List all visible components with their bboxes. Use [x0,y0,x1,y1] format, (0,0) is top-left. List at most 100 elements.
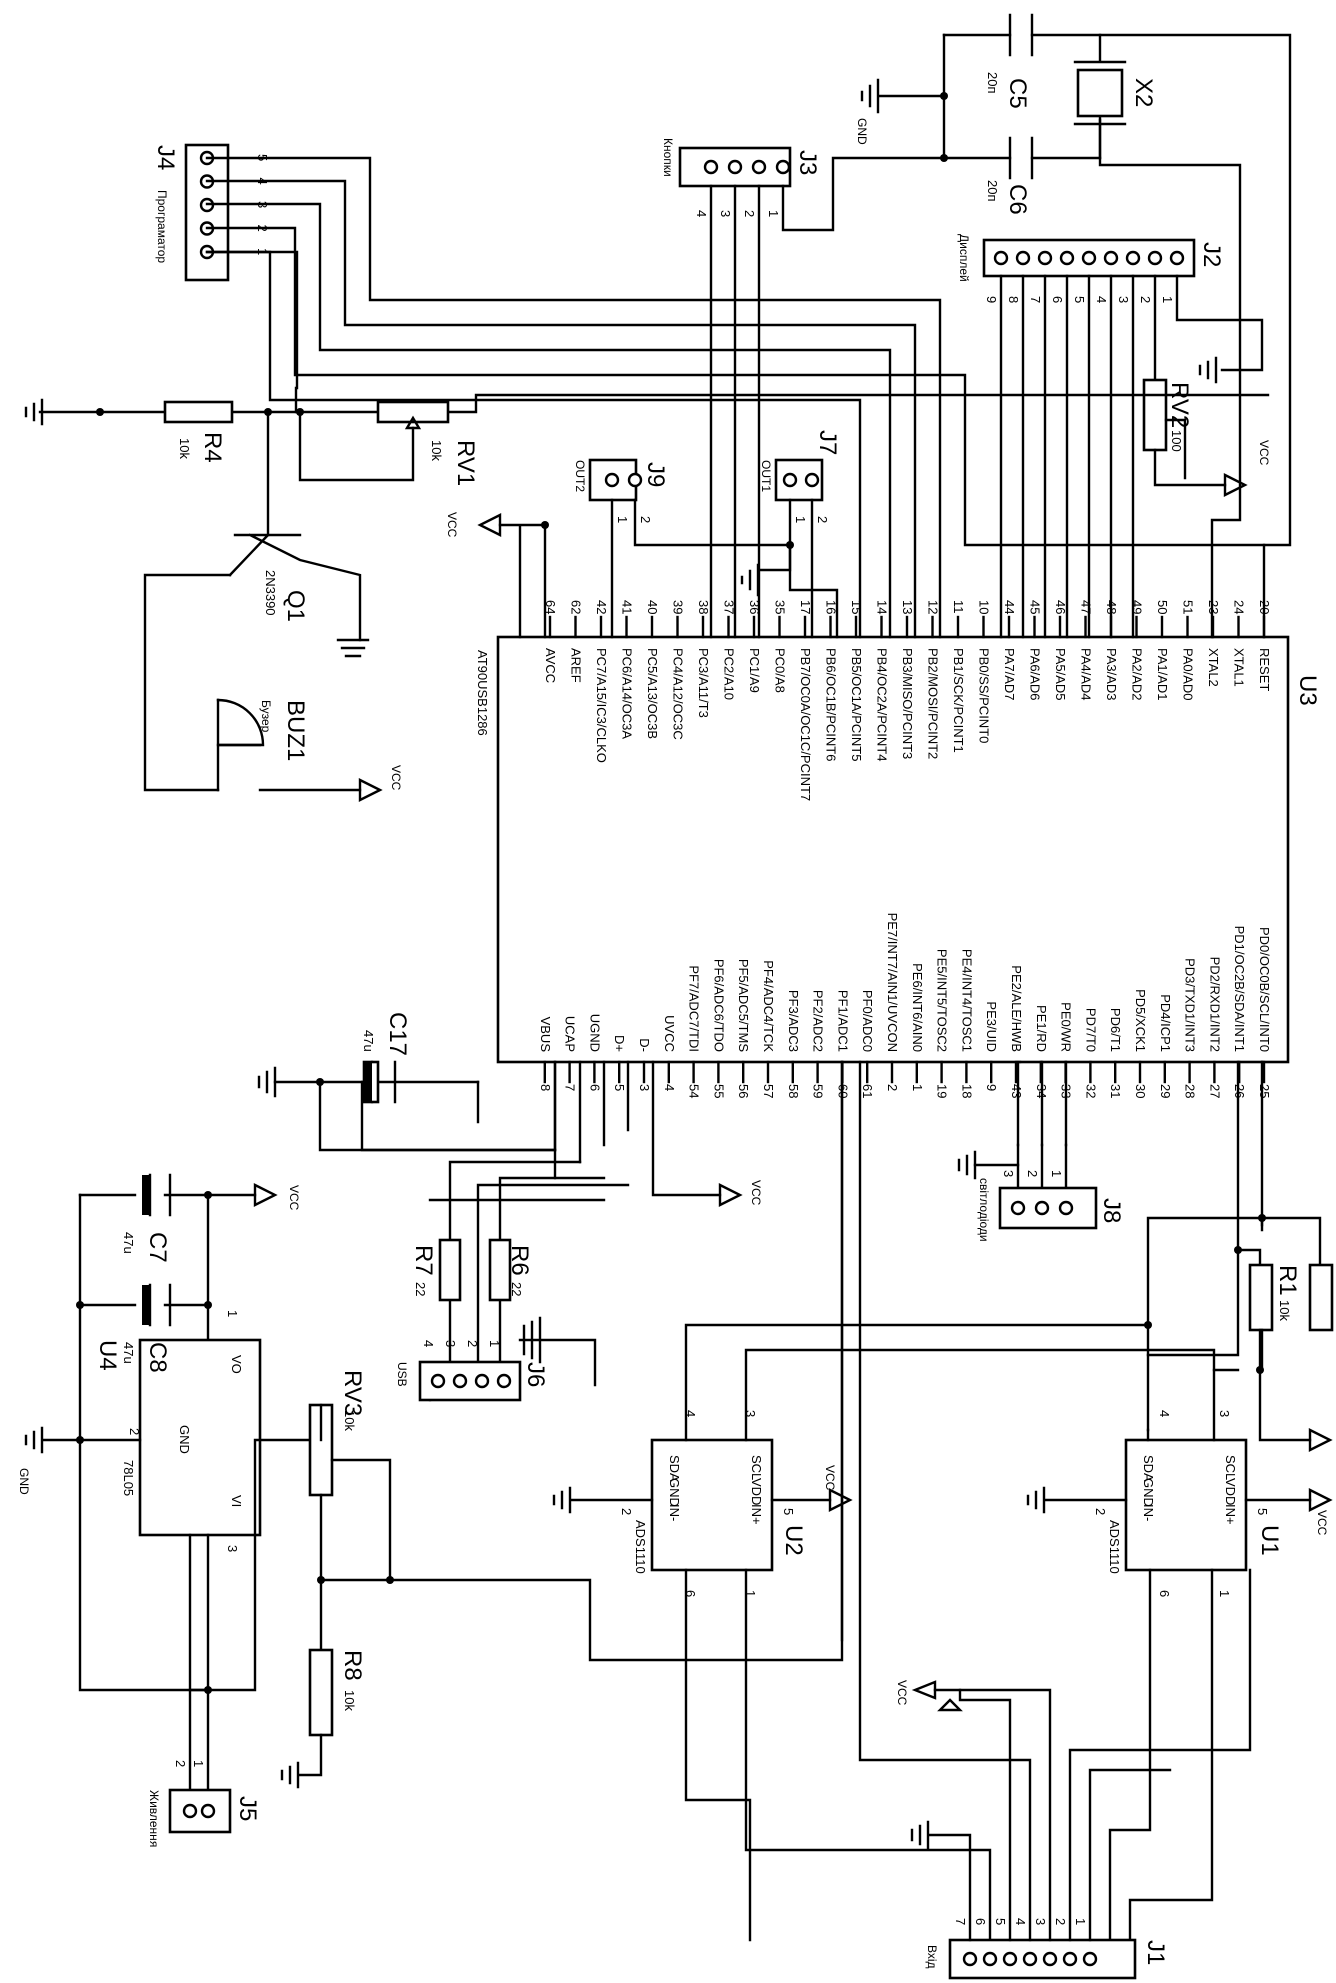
j5-pin-number: 1 [191,1760,206,1767]
j6-pin-number: 4 [421,1340,436,1347]
u3-pin-name: PB5/OC1A/PCINT5 [849,648,864,761]
u3-pin-name: PC5/A13/OC3B [645,648,660,739]
j1-pin-contact [1042,1951,1058,1967]
j3-name: Кнопки [661,138,675,177]
vcc-label-buz: VCC [389,765,403,791]
u3-pin-number: 46 [1053,600,1068,614]
j2-pin-number: 3 [1116,296,1131,303]
u3-pin-name: RESET [1257,648,1272,691]
j2-pin-number: 6 [1050,296,1065,303]
ads-pin-number: 4 [683,1410,698,1417]
j2-pin-contact [993,250,1009,266]
u3-pin-number: 1 [910,1084,925,1091]
vcc-label-psu: VCC [287,1185,301,1211]
r4-value: 10k [177,438,192,459]
j6-pin-number: 1 [487,1340,502,1347]
u3-pin-name: PB2/MOSI/PCINT2 [926,648,941,759]
q1-value: 2N3390 [263,570,278,616]
r6-ref: R6 [506,1245,533,1276]
u3-pin-number: 11 [951,600,966,614]
ads-pin-number: 6 [1157,1590,1172,1597]
j8-pin-contact [1010,1200,1026,1216]
u2-part: ADS1110 [633,1520,648,1574]
vcc-label-rv2: VCC [1257,440,1271,466]
x2-ref: X2 [1130,78,1157,107]
u3-pin-name: PD5/XCK1 [1133,989,1148,1052]
vcc-label-avcc: VCC [445,512,459,538]
buzzer-driver: R4 10k RV1 10k Q1 2N3390 BUZ1 Бузер VCC [24,393,1270,802]
u3-pin-number: 58 [786,1084,801,1098]
u3-pin-number: 57 [761,1084,776,1098]
j1-pin-number: 6 [973,1918,988,1925]
j7-name: OUT1 [759,460,773,492]
j3-pin-number: 2 [742,210,757,217]
ads-pin-number: 3 [1217,1410,1232,1417]
rv3-value: 10k [342,1410,357,1431]
r6-value: 22 [509,1282,524,1296]
j1-pin-contact [982,1951,998,1967]
u3-pin-name: UVCC [662,1015,677,1052]
r8-ref: R8 [339,1650,366,1681]
j6-ref: J6 [522,1362,549,1387]
u3-pin-name: PA3/AD3 [1104,648,1119,701]
u3-pin-number: 7 [563,1084,578,1091]
u3-pin-number: 9 [984,1084,999,1091]
j8-ref: J8 [1098,1198,1125,1223]
c17-value: 47u [361,1030,376,1052]
j2-pin-number: 2 [1138,296,1153,303]
u3-pin-number: 14 [875,600,890,614]
j3-pin-contact [751,159,767,175]
u3-pin-name: AVCC [543,648,558,683]
u2-ads1110: SCL VDD IN+ SDA GND IN- U2 ADS1110 VCC 4… [552,1321,1216,1942]
u3-pin-name: XTAL2 [1206,648,1221,687]
j5-pin-contact [182,1803,198,1819]
u3-pin-name: PF7/ADC7/TDI [687,965,702,1052]
j5-pin-contact [200,1803,216,1819]
c7-polarity-band [142,1175,150,1215]
rv1-ref: RV1 [452,440,479,486]
u3-pin-name: PF3/ADC3 [786,990,801,1052]
u1-ref: U1 [1256,1525,1283,1556]
u3-pin-name: PD2/RXD1/INT2 [1207,957,1222,1052]
u3-pin-number: 15 [849,600,864,614]
u3-ref: U3 [1294,675,1321,706]
u3-pin-number: 59 [811,1084,826,1098]
u3-pin-name: PE7/INT7/AIN1/UVCON [885,913,900,1052]
j1-ref: J1 [1142,1940,1169,1965]
u2-sda: SDA [667,1455,682,1482]
crystal-section: C5 20п C6 20п X2 GND [855,13,1292,639]
j1-pin-number: 2 [1053,1918,1068,1925]
ads-pin-number: 5 [781,1508,796,1515]
r1-value: 10k [1277,1300,1292,1321]
u3-pin-number: 26 [1232,1084,1247,1098]
u3-pin-name: PE5/INT5/TOSC2 [935,949,950,1052]
u3-pin-number: 10 [977,600,992,614]
j9-pin-number: 2 [638,516,653,523]
j6-name: USB [395,1362,409,1387]
j1-pin-number: 3 [1033,1918,1048,1925]
rv2-value: 100 [1169,430,1184,452]
u3-pin-number: 45 [1028,600,1043,614]
j2-pin-number: 4 [1094,296,1109,303]
u3-pin-name: PA4/AD4 [1079,648,1094,701]
rv3-ref: RV3 [339,1370,366,1416]
c5-ref: C5 [1004,78,1031,109]
ads-pin-number: 3 [743,1410,758,1417]
j2-pin-number: 8 [1006,296,1021,303]
u3-pin-number: 44 [1002,600,1017,614]
u3-pin-number: 49 [1130,600,1145,614]
u3-pin-number: 31 [1108,1084,1123,1098]
j9-ref: J9 [642,462,669,487]
u3-pin-number: 32 [1083,1084,1098,1098]
buz1-ref: BUZ1 [282,700,309,761]
j1-pin-contact [1082,1951,1098,1967]
u3-pin-number: 51 [1181,600,1196,614]
u3-pin-number: 41 [620,600,635,614]
u3-pin-name: D+ [612,1035,627,1052]
u3-pin-name: PD0/OC0B/SCL/INT0 [1257,927,1272,1052]
j2-pin-contact [1125,250,1141,266]
j8-pin-number: 2 [1025,1170,1040,1177]
u3-pin-name: PC3/A11/T3 [696,648,711,718]
